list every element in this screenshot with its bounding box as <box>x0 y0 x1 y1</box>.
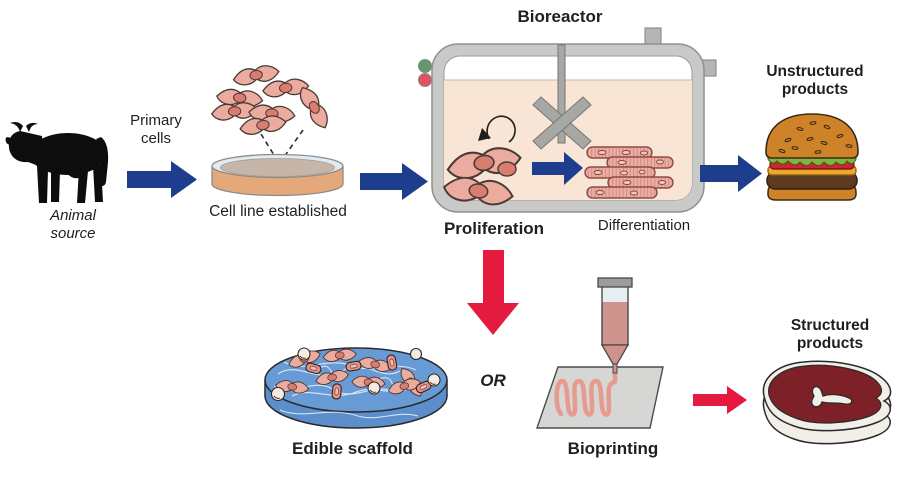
green-indicator-icon <box>418 59 432 73</box>
bioprinter-syringe-icon <box>536 277 664 429</box>
cow-silhouette-icon <box>5 122 109 203</box>
red-indicator-icon <box>418 73 432 87</box>
proliferation-label: Proliferation <box>443 219 545 238</box>
structured-products-label: Structured products <box>790 317 870 353</box>
edible-scaffold-label: Edible scaffold <box>292 439 413 458</box>
hamburger-icon <box>765 113 859 201</box>
arrow-to-bioreactor-icon <box>360 163 428 200</box>
steak-icon <box>762 360 892 445</box>
stirrer-icon <box>532 44 592 150</box>
or-label: OR <box>480 371 506 390</box>
seeding-dashed-lines <box>260 129 304 158</box>
edible-scaffold-disc-icon <box>264 347 448 429</box>
printed-bioink-icon <box>554 369 618 417</box>
bioreactor-label: Bioreactor <box>517 7 603 26</box>
bioprinting-label: Bioprinting <box>567 439 659 458</box>
differentiation-label: Differentiation <box>597 217 691 234</box>
arrow-differentiation-icon <box>532 152 583 185</box>
muscle-fibers-icon <box>584 146 674 199</box>
arrow-unstructured-icon <box>700 155 762 192</box>
petri-dish-icon <box>210 63 344 197</box>
spindle-cells-icon <box>210 63 333 137</box>
syringe-icon <box>597 277 633 374</box>
proliferating-cells-icon <box>441 144 524 210</box>
rotation-arrow-icon <box>478 115 516 143</box>
arrow-structured-icon <box>693 386 747 414</box>
scaffold-pills-icon <box>305 354 432 400</box>
primary-cells-label: Primary cells <box>130 112 182 147</box>
unstructured-products-label: Unstructured products <box>766 63 864 99</box>
steak-bone-icon <box>811 386 853 408</box>
sesame-seeds-icon <box>778 121 853 154</box>
cell-line-label: Cell line established <box>209 203 347 220</box>
stirred-tank-bioreactor-icon <box>418 27 717 213</box>
arrow-primary-cells-icon <box>127 161 197 198</box>
bioreactor-port-top-icon <box>644 27 662 46</box>
scaffold-spheres-icon <box>270 347 441 402</box>
animal-source-label: Animal source <box>50 207 96 242</box>
arrow-down-red-icon <box>467 250 519 335</box>
